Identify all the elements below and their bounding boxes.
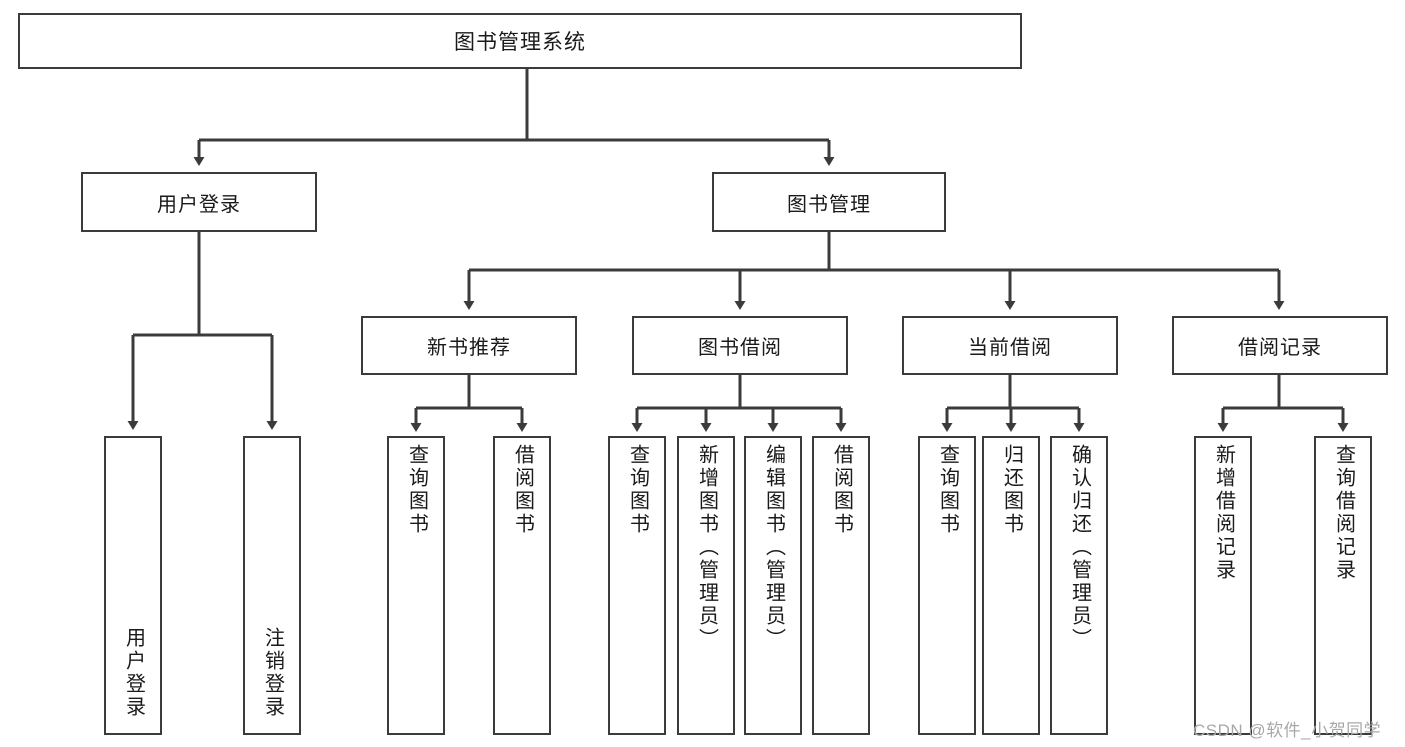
node-leaf-query-book-current[interactable]: 查询图书 (918, 436, 976, 735)
node-new-book-rec[interactable]: 新书推荐 (361, 316, 577, 375)
node-leaf-add-borrow-record[interactable]: 新增借阅记录 (1194, 436, 1252, 735)
node-book-borrow[interactable]: 图书借阅 (632, 316, 848, 375)
node-user-login[interactable]: 用户登录 (81, 172, 317, 232)
node-book-manage[interactable]: 图书管理 (712, 172, 946, 232)
node-leaf-query-book-rec[interactable]: 查询图书 (387, 436, 445, 735)
node-root[interactable]: 图书管理系统 (18, 13, 1022, 69)
node-borrow-record[interactable]: 借阅记录 (1172, 316, 1388, 375)
node-leaf-user-logout[interactable]: 注销登录 (243, 436, 301, 735)
node-leaf-borrow-book[interactable]: 借阅图书 (812, 436, 870, 735)
node-leaf-user-login[interactable]: 用户登录 (104, 436, 162, 735)
node-leaf-add-book-admin[interactable]: 新增图书（管理员） (677, 436, 735, 735)
node-leaf-query-borrow-record[interactable]: 查询借阅记录 (1314, 436, 1372, 735)
node-leaf-query-book-borrow[interactable]: 查询图书 (608, 436, 666, 735)
node-current-borrow[interactable]: 当前借阅 (902, 316, 1118, 375)
node-leaf-return-book[interactable]: 归还图书 (982, 436, 1040, 735)
watermark-credit: CSDN @软件_小贺同学 (1193, 721, 1382, 740)
node-leaf-confirm-return-admin[interactable]: 确认归还（管理员） (1050, 436, 1108, 735)
node-leaf-edit-book-admin[interactable]: 编辑图书（管理员） (744, 436, 802, 735)
node-leaf-borrow-book-rec[interactable]: 借阅图书 (493, 436, 551, 735)
